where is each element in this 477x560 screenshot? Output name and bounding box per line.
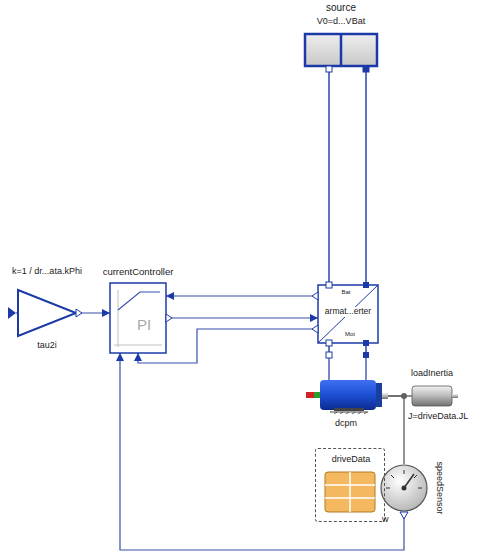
motor-cap — [376, 383, 382, 407]
record-icon — [325, 472, 375, 512]
voltage-source: sourceV0=d...VBat — [305, 34, 377, 66]
motor-body — [320, 380, 376, 410]
signal-line — [166, 295, 318, 296]
table-grid — [325, 472, 375, 512]
record-block: driveData — [315, 448, 385, 522]
output-connector — [312, 325, 318, 333]
junction-dot — [401, 393, 407, 399]
component-name: driveData — [332, 454, 371, 464]
inertia-body — [412, 386, 452, 406]
parameter-label: k=1 / dr...ata.kPhi — [12, 266, 82, 276]
component-name: speedSensor — [435, 461, 445, 514]
motor-foot — [334, 408, 364, 411]
sensor-icon — [381, 465, 427, 519]
component-name: armat...erter — [324, 307, 372, 317]
gain-block: k=1 / dr...ata.kPhitau2i — [18, 290, 76, 336]
controller-body — [110, 283, 166, 353]
pin — [363, 340, 369, 346]
output-connector — [166, 314, 172, 322]
step-response — [118, 292, 160, 310]
pin-name: Mot — [345, 331, 355, 338]
motor-lead — [365, 358, 366, 380]
plug-red — [306, 392, 314, 398]
controller-icon — [110, 283, 172, 353]
pin — [363, 282, 369, 288]
pin-name: Bat — [341, 289, 350, 296]
signal-line — [166, 317, 318, 318]
table-icon — [325, 472, 375, 512]
dc-motor: dcpm — [305, 352, 388, 414]
pin — [363, 352, 369, 358]
parameter-label: V0=d...VBat — [317, 16, 365, 26]
inertia-block: loadInertiaJ=driveData.JL — [412, 384, 452, 408]
shaft-line — [388, 396, 404, 464]
negative-pin — [326, 66, 332, 72]
input-connector — [8, 307, 16, 319]
connector-group — [76, 66, 412, 550]
ground-hatch — [334, 412, 367, 414]
electric-wire — [328, 66, 329, 285]
dial-hub — [402, 486, 407, 491]
component-name: dcpm — [335, 418, 357, 428]
output-connector — [400, 512, 408, 519]
icon-text: PI — [137, 316, 151, 333]
motor-lead — [328, 358, 329, 380]
inertia-shaft — [452, 394, 458, 398]
component-name: source — [326, 2, 356, 14]
output-connector — [312, 292, 318, 300]
component-name: loadInertia — [411, 368, 453, 378]
signal-name: w — [382, 514, 389, 524]
dial-needle — [404, 474, 414, 488]
gain-triangle — [18, 290, 76, 336]
source-icon — [305, 34, 377, 72]
plot-axis — [114, 345, 162, 346]
plot-axis — [118, 290, 119, 347]
source-body — [305, 34, 377, 66]
converter-icon — [312, 282, 378, 346]
pi-controller: currentControllerPI — [110, 283, 166, 353]
component-name: currentController — [103, 267, 174, 278]
component-name: tau2i — [37, 340, 57, 350]
electric-wire — [365, 66, 366, 285]
converter-diagonal — [318, 285, 378, 343]
pin — [326, 282, 332, 288]
signal-line — [120, 353, 404, 550]
positive-pin — [363, 66, 369, 72]
gain-icon — [8, 290, 82, 336]
pin — [326, 352, 332, 358]
converter-body — [318, 285, 378, 343]
converter-block: armat...erter BatMot — [318, 285, 378, 343]
sensor-dial — [381, 465, 427, 511]
dial-ticks — [386, 470, 422, 488]
output-connector — [76, 309, 82, 317]
pin — [326, 340, 332, 346]
inertia-icon — [401, 386, 458, 406]
motor-shaft — [382, 393, 388, 399]
speed-sensor: speedSensorw — [380, 464, 428, 512]
parameter-label: J=driveData.JL — [408, 411, 468, 421]
source-divider — [340, 34, 343, 66]
motor-icon — [306, 352, 388, 414]
